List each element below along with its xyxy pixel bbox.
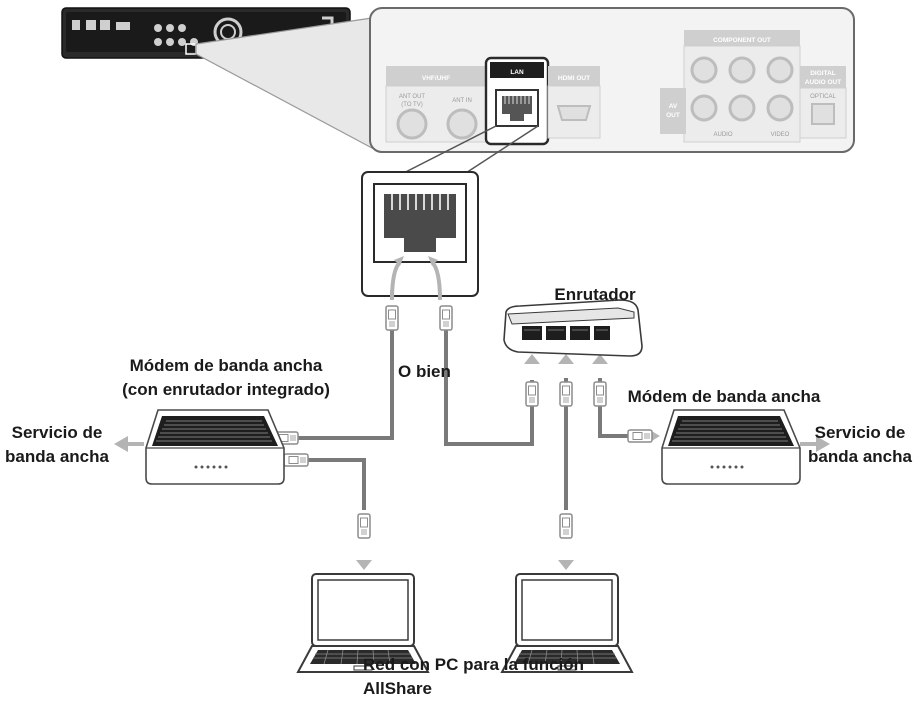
modem-right	[661, 409, 801, 485]
lan-port-small	[495, 89, 539, 127]
component-out-label: COMPONENT OUT	[713, 37, 771, 44]
lan-label: LAN	[510, 69, 524, 76]
ant-out-label: ANT OUT	[399, 94, 426, 100]
modem-right-label: Módem de banda ancha	[628, 387, 821, 406]
or-label: O bien	[398, 362, 451, 381]
modem-left-label-2: (con enrutador integrado)	[122, 380, 330, 399]
cables	[276, 330, 636, 510]
component-jacks	[690, 56, 794, 122]
audio-label: AUDIO	[713, 132, 732, 138]
lan-arrow-head-left	[394, 256, 404, 266]
service-right-label-2: banda ancha	[808, 447, 912, 466]
ant-in-label: ANT IN	[452, 98, 472, 104]
optical-port	[811, 103, 835, 125]
modem-left	[145, 409, 285, 485]
hdmi-out-label: HDMI OUT	[558, 75, 590, 82]
service-right-label-1: Servicio de	[815, 423, 906, 442]
av-out-label-1: AV	[669, 103, 678, 110]
av-out-label-2: OUT	[666, 112, 680, 119]
vhf-uhf-label: VHF/UHF	[422, 75, 450, 82]
service-arrow-left	[114, 436, 144, 452]
pc-network-label-2: AllShare	[363, 679, 432, 698]
service-left-label-2: banda ancha	[5, 447, 109, 466]
hdmi-port	[556, 105, 592, 121]
modem-left-label-1: Módem de banda ancha	[130, 356, 323, 375]
rear-panel-zoom: VHF/UHF ANT OUT (TO TV) ANT IN LAN HDMI …	[369, 7, 855, 153]
pc-network-label-1: Red con PC para la función	[363, 655, 584, 674]
ant-out-port	[396, 108, 428, 140]
router	[503, 299, 643, 357]
lan-arrow-head-right	[428, 256, 438, 266]
digital-audio-label-2: AUDIO OUT	[805, 79, 842, 86]
service-arrow-right	[800, 436, 830, 452]
lan-port-large	[361, 171, 479, 297]
service-left-label-1: Servicio de	[12, 423, 103, 442]
video-label: VIDEO	[771, 132, 790, 138]
ant-in-port	[446, 108, 478, 140]
to-tv-label: (TO TV)	[401, 102, 422, 108]
digital-audio-label-1: DIGITAL	[810, 70, 836, 77]
router-label: Enrutador	[554, 285, 636, 304]
optical-label: OPTICAL	[810, 94, 836, 100]
